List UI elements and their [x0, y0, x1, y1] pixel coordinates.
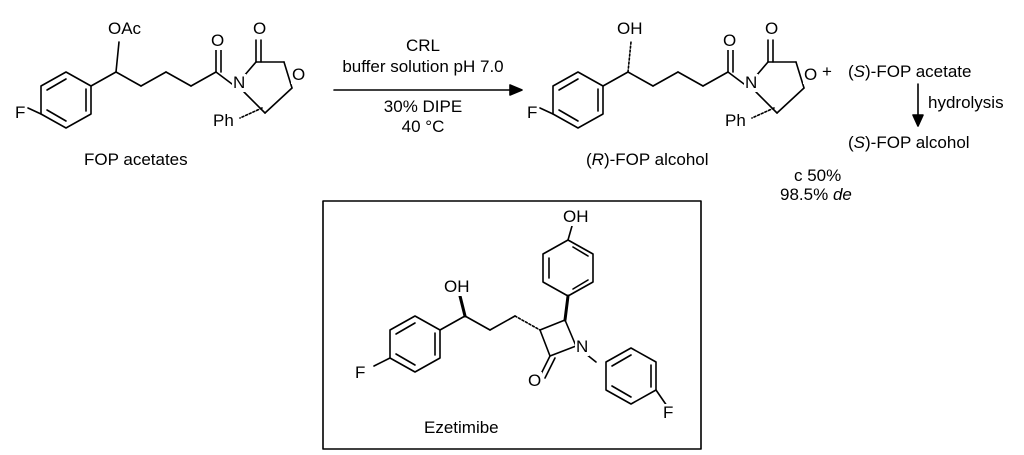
reactant-phenyl-label: Ph — [212, 111, 235, 130]
hydrolysis-arrow — [912, 83, 924, 127]
conversion-result: c 50% — [794, 166, 842, 185]
product-phenyl-label: Ph — [724, 111, 747, 130]
ezetimibe-name: Ezetimibe — [424, 418, 499, 437]
ezetimibe-phenol-oh: OH — [562, 207, 590, 226]
product-oxazolidinone-carbonyl-oxygen: O — [764, 19, 780, 38]
product-ring-oxygen: O — [803, 65, 819, 84]
reaction-arrow — [333, 84, 523, 96]
reactant-oxazolidinone-carbonyl-oxygen: O — [252, 19, 268, 38]
condition-enzyme: CRL — [405, 36, 440, 55]
ezetimibe-side-oh: OH — [443, 277, 471, 296]
s-fop-alcohol-label: (S)-FOP alcohol — [848, 133, 970, 152]
ezetimibe-structure — [373, 225, 668, 407]
ezetimibe-lactam-oxygen: O — [527, 371, 543, 390]
reactant-structure — [27, 39, 293, 129]
product-fluorine-label: F — [526, 103, 539, 122]
ezetimibe-left-fluorine: F — [354, 363, 367, 382]
s-fop-acetate-label: (S)-FOP acetate — [848, 62, 972, 81]
product-name: (R)-FOP alcohol — [586, 150, 709, 169]
ezetimibe-right-fluorine: F — [662, 403, 675, 422]
reactant-oac-label: OAc — [107, 19, 143, 38]
product-nitrogen: N — [744, 73, 759, 92]
plus-sign: + — [822, 62, 832, 81]
reactant-ring-oxygen: O — [291, 65, 307, 84]
product-structure — [539, 39, 805, 129]
condition-medium: buffer solution pH 7.0 — [342, 57, 504, 76]
product-carbonyl-oxygen: O — [722, 31, 738, 50]
condition-temperature: 40 °C — [401, 117, 445, 136]
reactant-fluorine-label: F — [14, 103, 27, 122]
condition-cosolvent: 30% DIPE — [383, 97, 463, 116]
hydrolysis-label: hydrolysis — [928, 93, 1004, 112]
reactant-nitrogen: N — [232, 73, 247, 92]
ezetimibe-box — [322, 200, 702, 450]
de-result: 98.5% de — [780, 185, 852, 204]
reactant-carbonyl-oxygen: O — [210, 31, 226, 50]
product-oh-label: OH — [616, 19, 644, 38]
reactant-name: FOP acetates — [84, 150, 188, 169]
ezetimibe-nitrogen: N — [575, 337, 590, 356]
